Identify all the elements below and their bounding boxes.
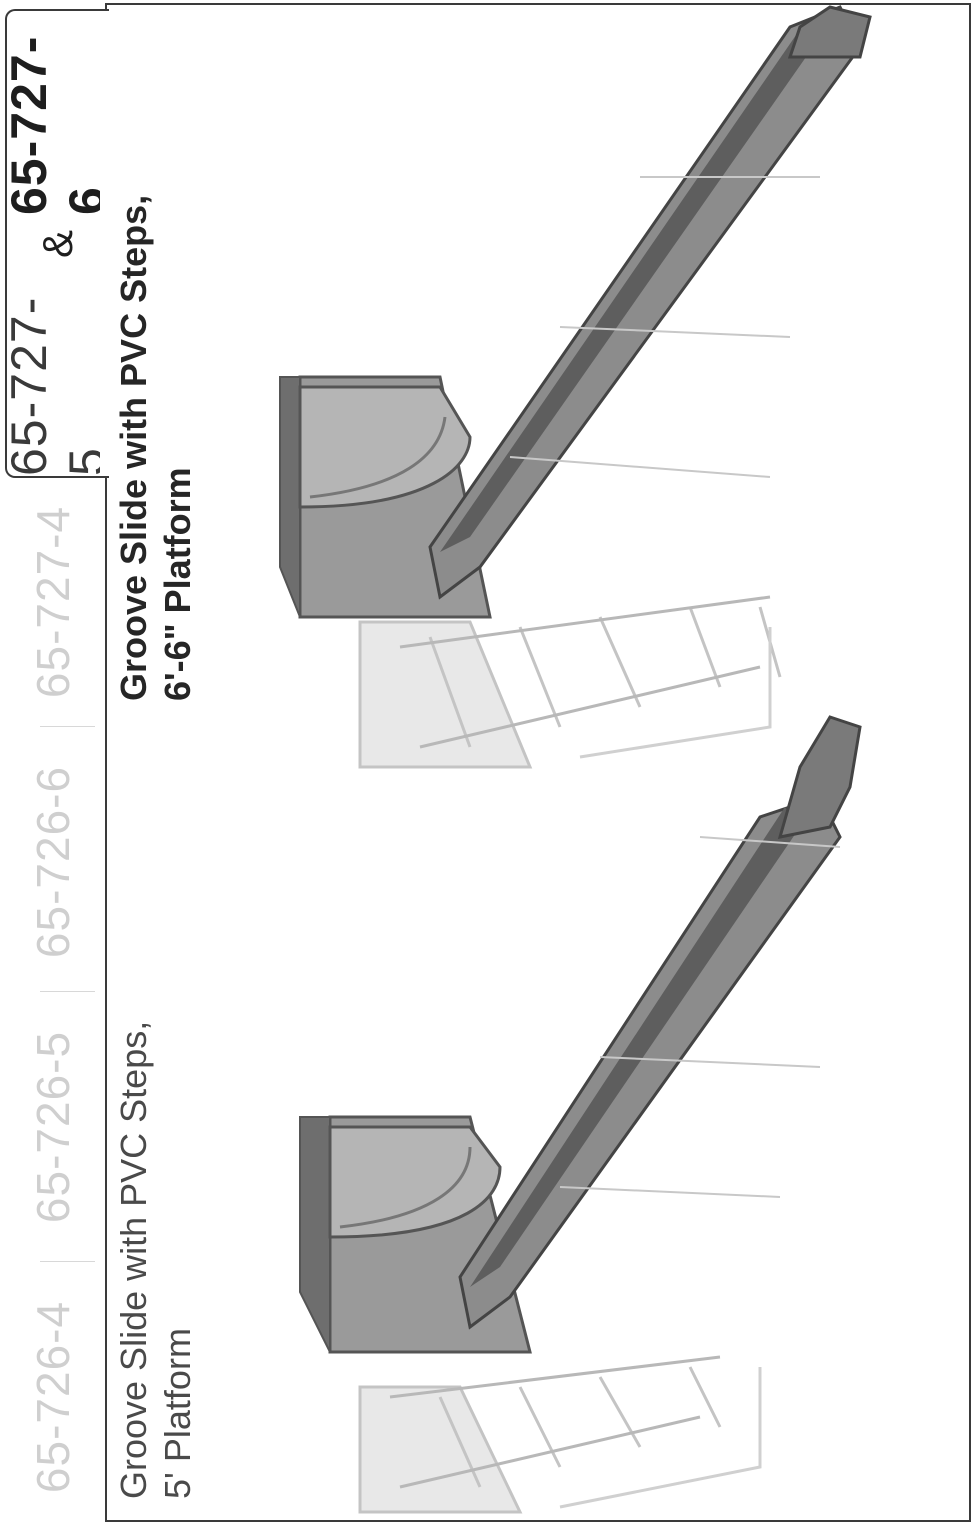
pvc-steps-illustration (358, 1355, 762, 1514)
slide-chute-illustration (458, 715, 862, 1330)
platform-illustration (299, 1115, 532, 1354)
slide-supports (559, 836, 841, 1198)
slide-chute-illustration (428, 5, 872, 600)
slide-supports (509, 176, 820, 478)
pvc-steps-illustration (358, 595, 782, 769)
